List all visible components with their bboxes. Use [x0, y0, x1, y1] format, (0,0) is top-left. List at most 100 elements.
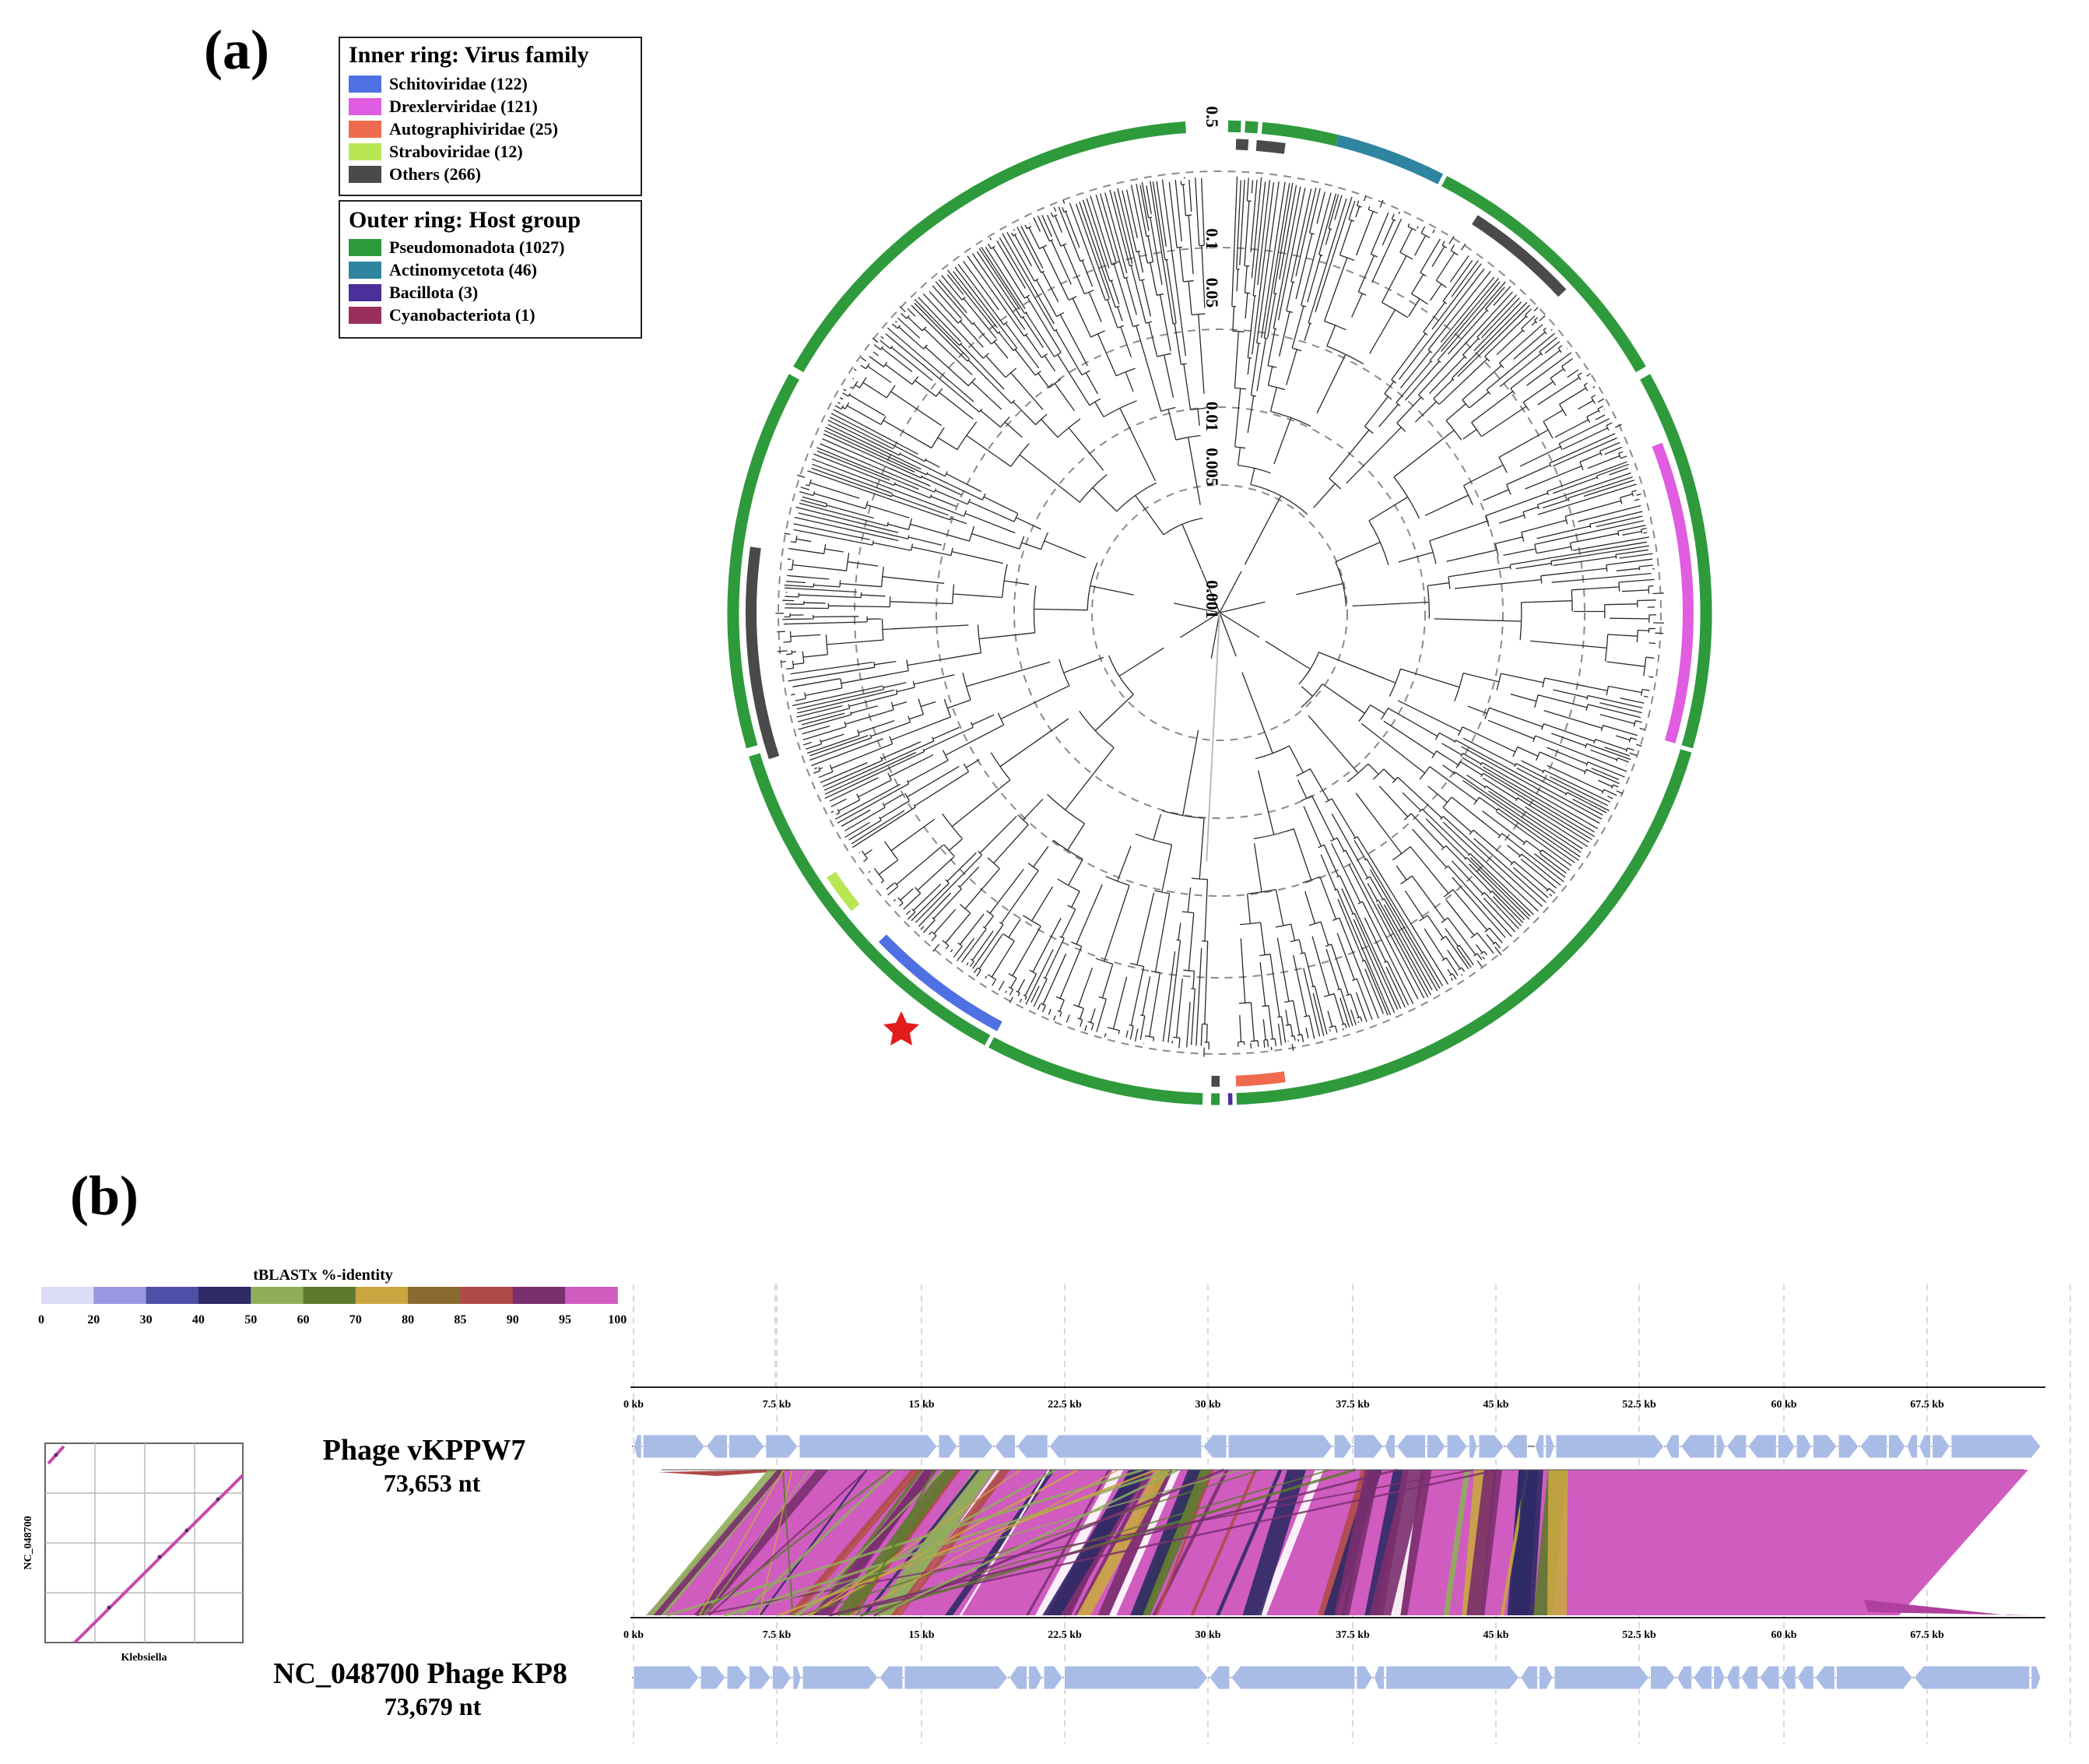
gene-arrow [642, 1434, 705, 1459]
kb-tick-label: 52.5 kb [1622, 1629, 1656, 1641]
gene-arrow [700, 1665, 726, 1690]
colorbar-swatch [198, 1287, 251, 1304]
outer-ring-segment [1245, 121, 1259, 134]
gene-arrow [1665, 1434, 1680, 1459]
comparison-band-head [658, 1470, 802, 1476]
scale-label: 0.05 [1202, 278, 1222, 308]
genome2-track [632, 1665, 2042, 1690]
outer-ring-segment [1376, 146, 1444, 184]
legend-item-label: Cyanobacteriota (1) [389, 305, 535, 325]
gene-arrow [1796, 1665, 1814, 1690]
comparison-stripe [1547, 1470, 1568, 1615]
gene-arrow [1812, 1434, 1838, 1459]
colorbar-swatch [251, 1287, 304, 1304]
gene-arrow [726, 1665, 749, 1690]
legend-swatch [349, 121, 381, 138]
outer-ring-segment [793, 121, 1186, 373]
dotplot-ylabel: NC_048700 [23, 1516, 34, 1569]
gene-arrow [1520, 1665, 1539, 1690]
scale-label: 0.005 [1202, 448, 1222, 487]
gene-arrow [1650, 1665, 1676, 1690]
genome1-length: 73,653 nt [384, 1469, 481, 1497]
gene-arrow [2031, 1665, 2042, 1690]
comparison-line [698, 1469, 892, 1616]
legend-item-label: Autographiviridae (25) [389, 119, 558, 139]
kb-tick-label: 15 kb [908, 1399, 934, 1411]
comparison-line [739, 1468, 895, 1617]
outer-legend-title: Outer ring: Host group [349, 207, 581, 233]
gene-arrow [1545, 1434, 1555, 1459]
genome2-length: 73,679 nt [384, 1692, 482, 1720]
gene-arrow [1043, 1665, 1064, 1690]
comparison-line [778, 1468, 1157, 1617]
colorbar-tick: 60 [297, 1313, 310, 1327]
legend-item-label: Bacillota (3) [389, 283, 478, 302]
comparison-line [859, 1468, 1356, 1617]
gene-arrow [1758, 1665, 1780, 1690]
legend-swatch [349, 166, 381, 183]
colorbar-tick: 95 [559, 1313, 571, 1327]
gene-arrow [1713, 1665, 1726, 1690]
inner-ring-segment [1472, 215, 1567, 297]
gene-arrow [1009, 1665, 1028, 1690]
colorbar-swatch [41, 1287, 94, 1304]
colorbar-tick: 70 [349, 1313, 362, 1327]
comparison-band-tail [1864, 1600, 2033, 1615]
gene-arrow [1373, 1665, 1385, 1690]
inner-ring-segment [1255, 139, 1286, 154]
gene-arrow [799, 1434, 938, 1459]
colorbar-tick: 85 [454, 1313, 466, 1327]
colorbar-swatch [460, 1287, 514, 1304]
scale-label: 0.1 [1202, 228, 1222, 250]
comparison-stripe [1109, 1470, 1181, 1615]
gene-arrow [1384, 1434, 1396, 1459]
gene-arrow [633, 1434, 642, 1459]
kb-tick-label: 15 kb [908, 1629, 934, 1641]
colorbar-tick: 90 [507, 1313, 519, 1327]
kb-tick-label: 45 kb [1483, 1629, 1508, 1641]
kb-tick-label: 37.5 kb [1336, 1399, 1370, 1411]
inner-ring-segment [746, 546, 780, 760]
scale-label: 0.001 [1202, 580, 1222, 619]
gene-arrow [1693, 1665, 1713, 1690]
comparison-stripe [1466, 1470, 1502, 1615]
inner-ring-segment [827, 871, 860, 912]
comparison-line [704, 1469, 810, 1616]
legend-item-label: Actinomycetota (46) [389, 260, 537, 279]
comparison-stripe [788, 1470, 921, 1615]
comparison-stripe [1097, 1470, 1174, 1615]
gene-arrow [633, 1665, 700, 1690]
comparison-stripe [1190, 1470, 1258, 1615]
gene-arrow [1814, 1665, 1835, 1690]
genome1-track [632, 1434, 2042, 1459]
gene-arrow [1385, 1665, 1520, 1690]
star-marker-icon [883, 1011, 919, 1045]
gene-arrow [1396, 1434, 1427, 1459]
panel-b-label: (b) [70, 1165, 139, 1227]
gene-arrow [729, 1434, 765, 1459]
kb-tick-label: 0 kb [623, 1629, 644, 1641]
comparison-line [708, 1469, 869, 1616]
comparison-stripe [1216, 1470, 1283, 1615]
gene-arrow [1504, 1434, 1528, 1459]
kb-tick-label: 0 kb [623, 1399, 644, 1411]
gene-arrow [1835, 1665, 1913, 1690]
comparison-stripe [1443, 1470, 1470, 1615]
comparison-line [809, 1469, 1021, 1616]
colorbar-swatch [93, 1287, 147, 1304]
kb-tick-label: 22.5 kb [1048, 1399, 1082, 1411]
colorbar-tick: 40 [192, 1313, 205, 1327]
outer-ring-legend: Outer ring: Host group Pseudomonadota (1… [339, 200, 642, 339]
gene-arrow [1539, 1665, 1554, 1690]
kb-tick-label: 22.5 kb [1048, 1629, 1082, 1641]
gene-arrow [1446, 1434, 1469, 1459]
gene-arrow [1231, 1665, 1356, 1690]
gene-arrow [1726, 1434, 1747, 1459]
inner-ring-segment [1235, 1071, 1286, 1087]
colorbar-swatch [303, 1287, 356, 1304]
